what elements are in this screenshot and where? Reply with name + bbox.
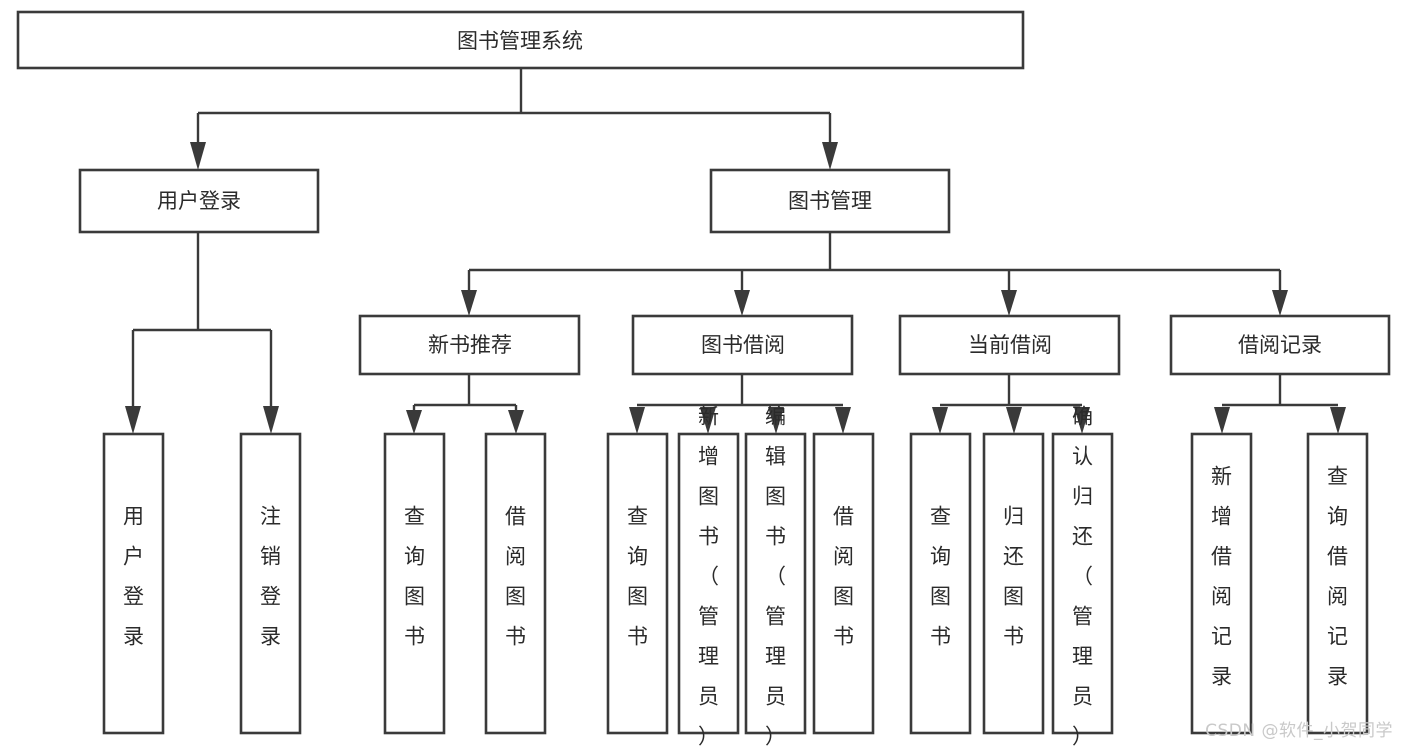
leaf-node[interactable]: 查询借阅记录 (1306, 432, 1369, 735)
node-book-manage[interactable]: 图书管理 (709, 168, 951, 234)
leaf-box[interactable] (239, 432, 302, 735)
leaf-box[interactable] (1306, 432, 1369, 735)
leaf-label: 确认归还（管理员） (1072, 405, 1093, 747)
arrow-borrow-to-leaf-2 (700, 407, 716, 434)
borrow-record-label: 借阅记录 (1238, 333, 1322, 357)
arrow-book-manage-to-record (1272, 290, 1288, 316)
book-borrow-label: 图书借阅 (701, 333, 785, 357)
arrow-current-to-leaf-2 (1006, 407, 1022, 434)
arrow-root-to-book-manage (822, 142, 838, 170)
user-login-label: 用户登录 (157, 189, 241, 213)
watermark: CSDN @软件_小贺同学 (1205, 721, 1393, 741)
arrow-current-to-leaf-1 (932, 407, 948, 434)
leaf-node[interactable]: 借阅图书 (484, 432, 547, 735)
leaf-node[interactable]: 新增图书（管理员） (677, 405, 740, 747)
current-borrow-box[interactable] (898, 314, 1121, 376)
leaf-label: 新增借阅记录 (1211, 465, 1232, 689)
leaf-node[interactable]: 编辑图书（管理员） (744, 405, 807, 747)
arrow-book-manage-to-new-book (461, 290, 477, 316)
arrow-borrow-to-leaf-1 (629, 407, 645, 434)
leaf-label: 查询借阅记录 (1327, 465, 1348, 689)
leaf-node[interactable]: 确认归还（管理员） (1051, 405, 1114, 747)
leaf-label: 查询图书 (627, 505, 648, 649)
leaf-box[interactable] (909, 432, 972, 735)
leaf-box[interactable] (484, 432, 547, 735)
node-book-borrow[interactable]: 图书借阅 (631, 314, 854, 376)
book-borrow-box[interactable] (631, 314, 854, 376)
arrow-record-to-leaf-1 (1214, 407, 1230, 434)
book-manage-box[interactable] (709, 168, 951, 234)
leaf-box[interactable] (812, 432, 875, 735)
node-new-book-recommend[interactable]: 新书推荐 (358, 314, 581, 376)
leaf-box[interactable] (1051, 432, 1114, 735)
leaf-node[interactable]: 用户登录 (102, 432, 165, 735)
leaf-node[interactable]: 注销登录 (239, 432, 302, 735)
new-book-recommend-box[interactable] (358, 314, 581, 376)
leaf-node-layer: 用户登录 注销登录 查询图书 借阅图书 查询图书 新增图书（管理员） 编辑图书（管理员） 借阅… (102, 405, 1369, 747)
root-box[interactable] (16, 10, 1025, 70)
leaf-box[interactable] (606, 432, 669, 735)
leaf-label: 归还图书 (1003, 505, 1024, 649)
leaf-label: 注销登录 (260, 505, 281, 649)
leaf-box[interactable] (982, 432, 1045, 735)
leaf-box[interactable] (383, 432, 446, 735)
arrow-borrow-to-leaf-4 (835, 407, 851, 434)
leaf-node[interactable]: 查询图书 (383, 432, 446, 735)
borrow-record-box[interactable] (1169, 314, 1391, 376)
book-manage-label: 图书管理 (788, 189, 872, 213)
leaf-box[interactable] (1190, 432, 1253, 735)
arrow-borrow-to-leaf-3 (768, 407, 784, 434)
node-user-login[interactable]: 用户登录 (78, 168, 320, 234)
leaf-node[interactable]: 借阅图书 (812, 432, 875, 735)
leaf-label: 借阅图书 (505, 505, 526, 649)
leaf-label: 查询图书 (404, 505, 425, 649)
leaf-node[interactable]: 查询图书 (606, 432, 669, 735)
node-borrow-record[interactable]: 借阅记录 (1169, 314, 1391, 376)
arrow-user-login-to-leaf-1 (125, 406, 141, 434)
arrow-current-to-leaf-3 (1074, 407, 1090, 434)
leaf-label: 新增图书（管理员） (698, 405, 719, 747)
arrow-book-manage-to-current (1001, 290, 1017, 316)
leaf-node[interactable]: 新增借阅记录 (1190, 432, 1253, 735)
user-login-box[interactable] (78, 168, 320, 234)
arrow-new-book-to-leaf-2 (508, 410, 524, 434)
leaf-label: 用户登录 (123, 505, 144, 649)
arrow-record-to-leaf-2 (1330, 407, 1346, 434)
leaf-label: 编辑图书（管理员） (765, 405, 786, 747)
leaf-box[interactable] (102, 432, 165, 735)
arrow-user-login-to-leaf-2 (263, 406, 279, 434)
leaf-label: 借阅图书 (833, 505, 854, 649)
leaf-box[interactable] (744, 432, 807, 735)
connector-layer (125, 68, 1346, 434)
leaf-label: 查询图书 (930, 505, 951, 649)
node-current-borrow[interactable]: 当前借阅 (898, 314, 1121, 376)
root-label: 图书管理系统 (457, 29, 583, 53)
node-root[interactable]: 图书管理系统 (16, 10, 1025, 70)
arrow-new-book-to-leaf-1 (406, 410, 422, 434)
leaf-box[interactable] (677, 432, 740, 735)
current-borrow-label: 当前借阅 (968, 333, 1052, 357)
arrow-root-to-user-login (190, 142, 206, 170)
new-book-recommend-label: 新书推荐 (428, 333, 512, 357)
leaf-node[interactable]: 归还图书 (982, 432, 1045, 735)
arrow-book-manage-to-borrow (734, 290, 750, 316)
leaf-node[interactable]: 查询图书 (909, 432, 972, 735)
